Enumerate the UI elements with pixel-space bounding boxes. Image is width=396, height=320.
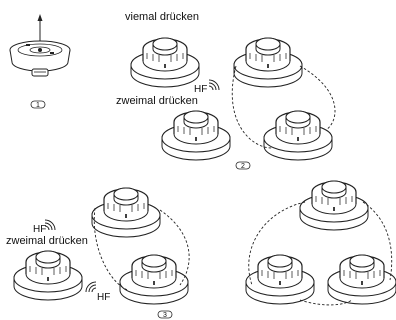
device-s3-bottom <box>120 255 188 304</box>
device-top <box>131 38 199 87</box>
device-linked-bottom <box>264 111 332 160</box>
hf-label-left: HF <box>33 224 46 235</box>
device-s3-right-right <box>328 255 396 304</box>
hf-label-bottom: HF <box>97 292 110 303</box>
svg-text:3: 3 <box>163 312 167 319</box>
press-four-times-label: viemal drücken <box>125 11 199 23</box>
radio-waves-icon <box>209 80 219 90</box>
step-2-marker: 2 <box>236 162 250 170</box>
device-pressed-twice <box>162 111 230 160</box>
device-s3-top <box>92 188 160 237</box>
step-1-device <box>10 14 70 76</box>
device-s3-pressed <box>14 251 82 300</box>
step-1-marker: 1 <box>31 101 45 109</box>
radio-waves-icon <box>86 282 96 292</box>
press-twice-label-top: zweimal drücken <box>116 95 198 107</box>
device-s3-right-left <box>246 255 314 304</box>
svg-text:2: 2 <box>241 163 245 170</box>
press-twice-label-bottom: zweimal drücken <box>6 235 88 247</box>
hf-label-top: HF <box>194 84 207 95</box>
step-3-marker: 3 <box>158 311 172 319</box>
device-s3-right-top <box>300 181 368 230</box>
svg-text:1: 1 <box>36 102 40 109</box>
radio-waves-icon <box>45 220 55 230</box>
device-linked-top <box>234 38 302 87</box>
